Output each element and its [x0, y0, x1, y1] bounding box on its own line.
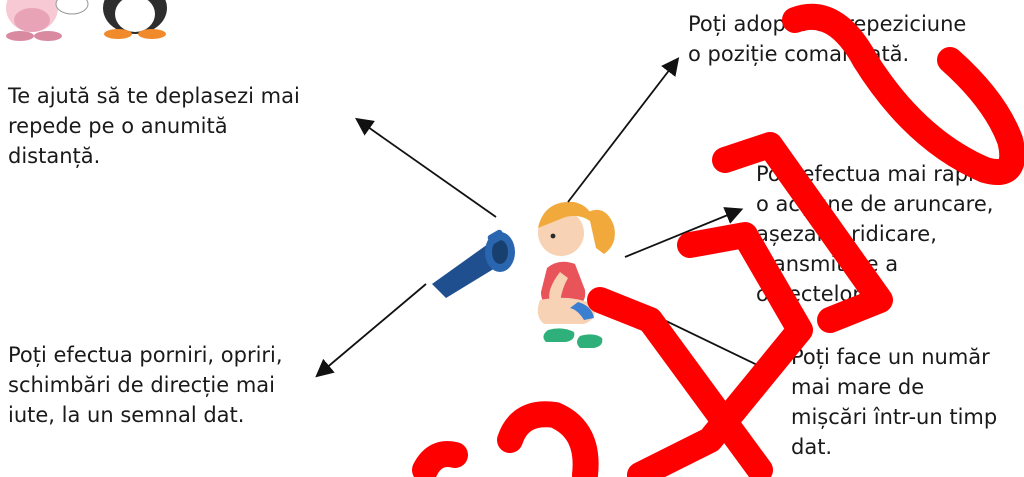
caption-line: o poziție comandată.	[688, 39, 1023, 69]
caption-line: transmitere a	[756, 249, 1024, 279]
caption-line: obiectelor.	[756, 279, 1024, 309]
caption-line: o acțiune de aruncare,	[756, 189, 1024, 219]
arrow-right-mid	[625, 210, 740, 257]
arrow-right-bottom	[633, 305, 776, 374]
caption-line: mai mare de	[791, 372, 1021, 402]
caption-line: Poți efectua mai rapid	[756, 159, 1024, 189]
caption-line: schimbări de direcție mai	[8, 370, 338, 400]
caption-line: Poți face un număr	[791, 342, 1021, 372]
caption-right-mid: Poți efectua mai rapid o acțiune de arun…	[756, 159, 1024, 309]
caption-line: repede pe o anumită	[8, 111, 353, 141]
caption-line: dat.	[791, 432, 1021, 462]
caption-line: Te ajută să te deplasezi mai	[8, 81, 353, 111]
arrow-left-top	[358, 120, 496, 217]
caption-line: mișcări într-un timp	[791, 402, 1021, 432]
arrow-right-top	[568, 60, 677, 202]
caption-left-top: Te ajută să te deplasezi mai repede pe o…	[8, 81, 353, 171]
caption-line: Poți adopta cu repeziciune	[688, 9, 1023, 39]
caption-right-top: Poți adopta cu repeziciune o poziție com…	[688, 9, 1023, 69]
caption-line: distanță.	[8, 141, 353, 171]
caption-right-bottom: Poți face un număr mai mare de mișcări î…	[791, 342, 1021, 462]
crouching-girl-illustration	[538, 202, 615, 348]
whistle-icon	[432, 229, 515, 298]
caption-left-bottom: Poți efectua porniri, opriri, schimbări …	[8, 340, 338, 430]
cartoon-characters-illustration	[6, 0, 167, 41]
caption-line: Poți efectua porniri, opriri,	[8, 340, 338, 370]
caption-line: iute, la un semnal dat.	[8, 400, 338, 430]
caption-line: așezare, ridicare,	[756, 219, 1024, 249]
